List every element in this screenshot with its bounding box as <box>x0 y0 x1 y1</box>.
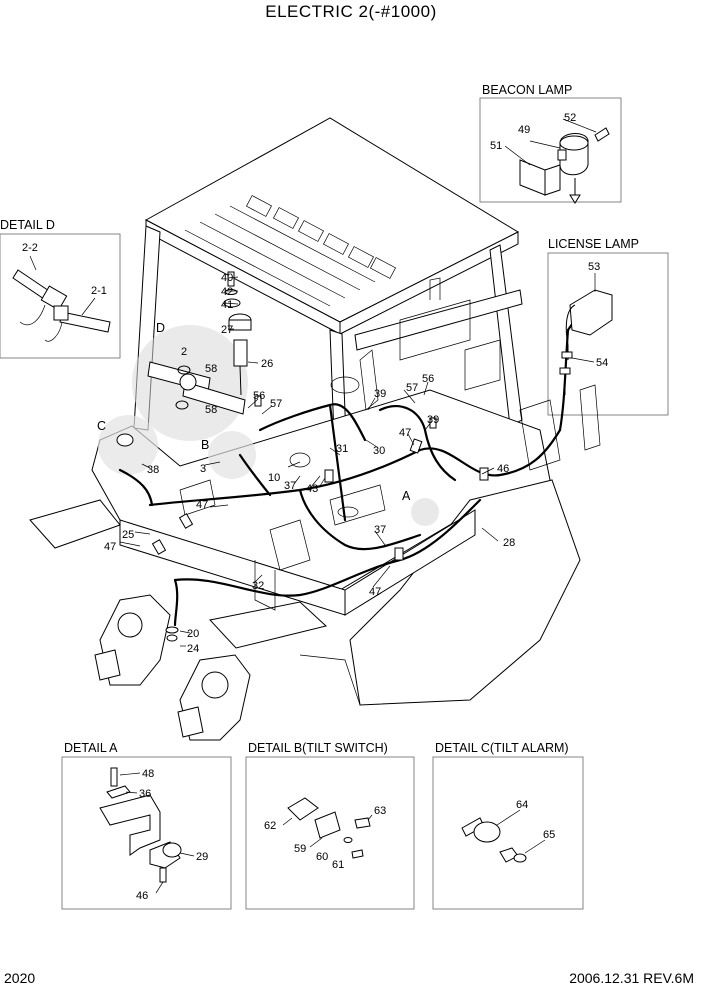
part-label: 54 <box>596 357 608 369</box>
part-label: 2 <box>181 346 187 358</box>
part-label: 58 <box>205 404 217 416</box>
part-label: 36 <box>139 788 151 800</box>
part-label: 25 <box>122 529 134 541</box>
part-label: 58 <box>205 363 217 375</box>
part-label: 61 <box>332 859 344 871</box>
part-label: 59 <box>294 843 306 855</box>
detail-a-header: DETAIL A <box>64 741 118 755</box>
right-step <box>209 601 328 649</box>
callout-letter-b: B <box>201 438 209 452</box>
part-label: 49 <box>518 124 530 136</box>
part-label: 63 <box>374 805 386 817</box>
part-label: 3 <box>200 463 206 475</box>
beacon-lamp-header: BEACON LAMP <box>482 83 572 97</box>
license-lamp-box <box>547 252 669 416</box>
part-label: 40 <box>221 272 233 284</box>
part-label: 39 <box>374 388 386 400</box>
detail-c-parts <box>461 809 546 863</box>
part-label: 56 <box>422 373 434 385</box>
part-label: 37 <box>284 480 296 492</box>
part-label: 60 <box>316 851 328 863</box>
part-label: 27 <box>221 324 233 336</box>
page-number: 2020 <box>4 970 36 986</box>
callout-letter-c: C <box>97 419 106 433</box>
leader-lines <box>119 276 499 647</box>
part-label: 46 <box>497 463 509 475</box>
part-label: 47 <box>196 499 208 511</box>
part-label: 57 <box>270 398 282 410</box>
part-label: 29 <box>196 851 208 863</box>
part-label: 52 <box>564 112 576 124</box>
part-label: 31 <box>336 443 348 455</box>
part-label: 47 <box>369 586 381 598</box>
detail-d-header: DETAIL D <box>0 218 55 232</box>
mast-mounts <box>94 594 251 741</box>
part-label: 39 <box>427 414 439 426</box>
main-assembly <box>29 117 601 741</box>
callout-letter-d: D <box>156 321 165 335</box>
license-lamp-parts <box>559 273 613 395</box>
part-label: 62 <box>264 820 276 832</box>
part-label: 2-2 <box>22 242 38 254</box>
part-label: 47 <box>399 427 411 439</box>
counterweight <box>349 479 581 706</box>
part-labels: 52 49 51 53 54 2-2 2-1 40 42 41 27 26 2 … <box>22 112 608 902</box>
part-label: 64 <box>516 799 528 811</box>
part-label: 56 <box>253 390 265 402</box>
part-label: 46 <box>136 890 148 902</box>
part-label: 57 <box>406 382 418 394</box>
part-label: 30 <box>373 445 385 457</box>
part-label: 28 <box>503 537 515 549</box>
part-label: 47 <box>104 541 116 553</box>
part-label: 53 <box>588 261 600 273</box>
detail-d-parts <box>12 255 111 342</box>
part-label: 51 <box>490 140 502 152</box>
detail-b-parts <box>282 797 373 859</box>
detail-c-header: DETAIL C(TILT ALARM) <box>435 741 569 755</box>
part-label: 42 <box>221 286 233 298</box>
revision-date: 2006.12.31 REV.6M <box>569 970 694 986</box>
part-label: 10 <box>268 472 280 484</box>
rear-right-pillar <box>489 244 523 427</box>
detail-b-header: DETAIL B(TILT SWITCH) <box>248 741 388 755</box>
detail-c-box <box>432 756 584 910</box>
part-label: 65 <box>543 829 555 841</box>
license-lamp-header: LICENSE LAMP <box>548 237 639 251</box>
part-label: 32 <box>252 580 264 592</box>
part-label: 38 <box>147 464 159 476</box>
beacon-lamp-box <box>479 97 622 203</box>
part-label: 37 <box>374 524 386 536</box>
part-label: 26 <box>261 358 273 370</box>
page-title: ELECTRIC 2(-#1000) <box>265 2 437 21</box>
part-label: 43 <box>306 483 318 495</box>
detail-d-box <box>0 233 121 359</box>
part-label: 24 <box>187 643 199 655</box>
part-label: 41 <box>221 299 233 311</box>
part-label: 20 <box>187 628 199 640</box>
part-label: 48 <box>142 768 154 780</box>
detail-a-parts <box>99 767 195 894</box>
beacon-lamp-parts <box>504 118 610 204</box>
callout-letter-a: A <box>402 489 411 503</box>
part-label: 2-1 <box>91 285 107 297</box>
detail-a-box <box>61 756 232 910</box>
detail-b-box <box>245 756 415 910</box>
